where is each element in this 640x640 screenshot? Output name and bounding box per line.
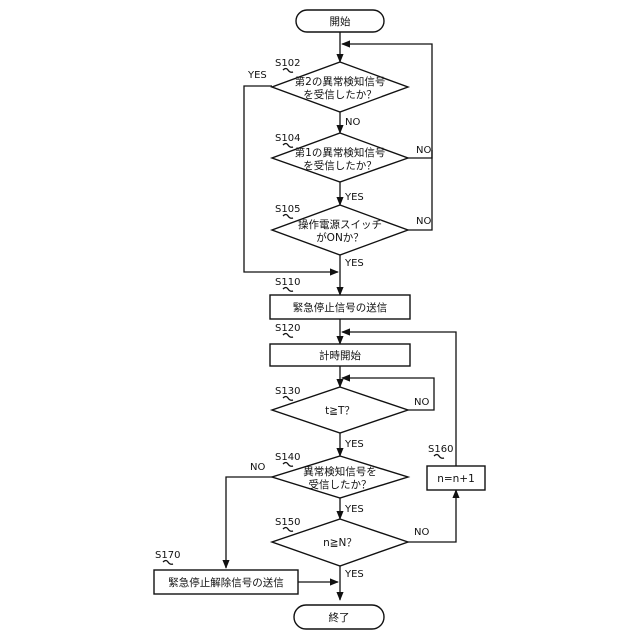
s105-line1: 操作電源スイッチ [298,218,382,231]
step-label-s140: S140 [275,452,300,463]
tilde-s150 [283,528,293,532]
process-s160: n=n+1 [427,466,485,490]
step-label-s105: S105 [275,204,300,215]
tilde-s170 [163,561,173,565]
edge-s140-no-s170 [226,477,272,568]
branch-s150-yes: YES [344,569,364,580]
end-label: 終了 [329,611,350,624]
s102-line1: 第2の異常検知信号 [295,75,386,88]
s120-label: 計時開始 [319,349,361,362]
tilde-s105 [283,215,293,219]
s130-label: t≧T？ [325,405,355,417]
end-terminal: 終了 [294,605,384,629]
branch-s102-yes: YES [247,70,267,81]
branch-s104-yes: YES [344,192,364,203]
branch-s130-no: NO [414,397,429,408]
start-label: 開始 [330,15,351,28]
step-label-s130: S130 [275,386,300,397]
s140-line1: 異常検知信号を [303,465,377,478]
process-s170: 緊急停止解除信号の送信 [154,570,298,594]
start-terminal: 開始 [296,10,384,32]
branch-s130-yes: YES [344,439,364,450]
s104-line2: を受信したか？ [303,160,377,172]
branch-s150-no: NO [414,527,429,538]
step-label-s110: S110 [275,277,300,288]
step-label-s102: S102 [275,58,300,69]
branch-s104-no: NO [416,145,431,156]
s160-label: n=n+1 [437,473,475,485]
step-label-s150: S150 [275,517,300,528]
step-label-s170: S170 [155,550,180,561]
step-label-s104: S104 [275,133,300,144]
s105-line2: がONか？ [316,231,364,244]
decision-s102: 第2の異常検知信号 を受信したか？ [272,62,408,112]
branch-s105-yes: YES [344,258,364,269]
step-label-s160: S160 [428,444,453,455]
branch-s140-no: NO [250,462,265,473]
tilde-s120 [283,334,293,338]
branch-s102-no: NO [345,117,360,128]
tilde-s102 [283,69,293,73]
branch-s105-no: NO [416,216,431,227]
tilde-s110 [283,288,293,292]
tilde-s130 [283,397,293,401]
step-label-s120: S120 [275,323,300,334]
s140-line2: 受信したか？ [309,479,372,491]
tilde-s160 [434,455,444,459]
s110-label: 緊急停止信号の送信 [293,301,388,314]
s170-label: 緊急停止解除信号の送信 [168,576,284,589]
s104-line1: 第1の異常検知信号 [295,146,386,159]
process-s120: 計時開始 [270,344,410,366]
s102-line2: を受信したか？ [303,89,377,101]
tilde-s140 [283,463,293,467]
s150-label: n≧N？ [323,537,357,549]
branch-s140-yes: YES [344,504,364,515]
process-s110: 緊急停止信号の送信 [270,295,410,319]
tilde-s104 [283,144,293,148]
